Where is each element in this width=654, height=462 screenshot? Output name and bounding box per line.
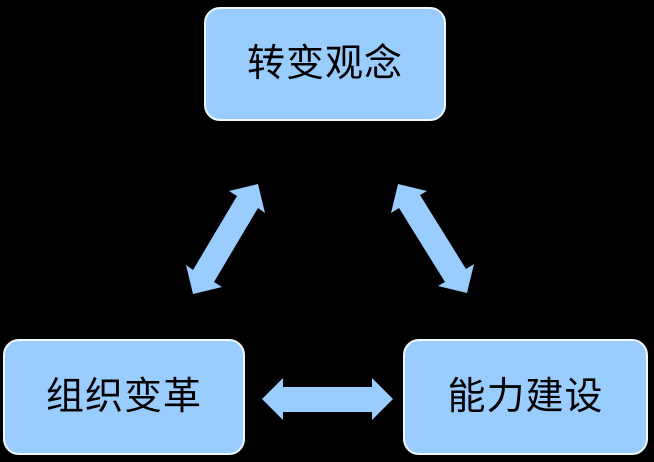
arrow-top-to-bottom-left: [186, 184, 265, 294]
node-top: 转变观念: [204, 7, 446, 121]
node-bottom-right-label: 能力建设: [447, 376, 604, 418]
arrow-top-to-bottom-right: [391, 184, 474, 293]
node-bottom-right: 能力建设: [403, 339, 648, 455]
arrow-bottom-left-to-bottom-right: [262, 378, 393, 420]
node-bottom-left-label: 组织变革: [45, 376, 202, 418]
node-top-label: 转变观念: [246, 43, 403, 85]
node-bottom-left: 组织变革: [3, 339, 245, 455]
